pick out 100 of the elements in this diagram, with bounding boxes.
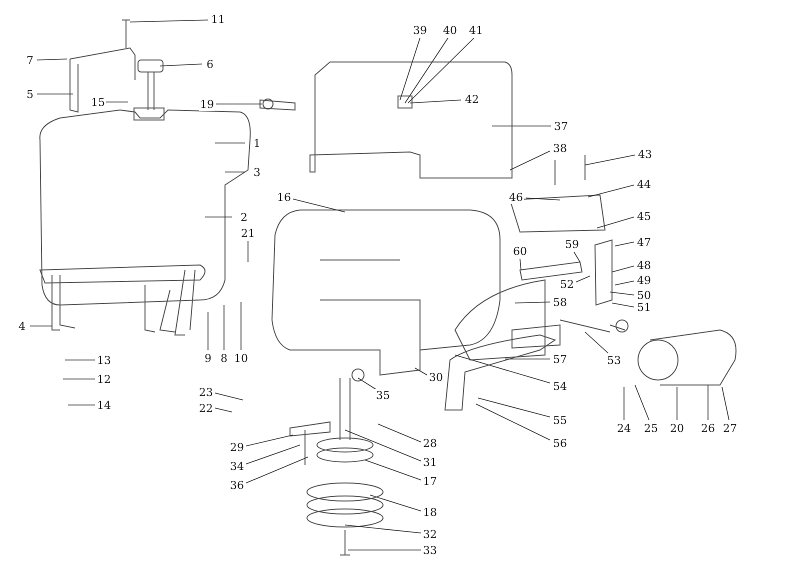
- leader-line: [584, 332, 608, 354]
- leader-line: [414, 368, 428, 376]
- callout-number: 36: [229, 478, 245, 492]
- leader-line: [504, 358, 550, 360]
- callout-number: 15: [90, 96, 106, 108]
- leader-line: [246, 456, 308, 484]
- leader-line: [292, 198, 346, 212]
- callout-number: 59: [564, 238, 580, 250]
- leader-line: [510, 150, 550, 170]
- callout-number: 6: [206, 58, 214, 70]
- callout-number: 57: [552, 352, 568, 366]
- callout-number: 42: [464, 92, 480, 106]
- leader-line: [344, 430, 422, 462]
- leader-line: [246, 444, 300, 464]
- leader-line: [370, 494, 422, 512]
- callout-number: 22: [198, 402, 214, 414]
- leader-line: [410, 100, 462, 104]
- callout-number: 9: [204, 352, 212, 364]
- callout-number: 8: [220, 352, 228, 364]
- callout-number: 25: [643, 422, 659, 434]
- leader-line: [364, 460, 422, 480]
- callout-number: 11: [210, 12, 226, 26]
- callout-number: 27: [722, 422, 738, 434]
- leader-line: [514, 302, 550, 304]
- callout-number: 44: [636, 178, 652, 190]
- leader-line: [526, 198, 560, 200]
- leader-line: [634, 384, 650, 420]
- callout-number: 23: [198, 386, 214, 398]
- leader-line: [68, 404, 96, 406]
- callout-number: 53: [606, 354, 622, 366]
- callout-number: 35: [375, 388, 391, 402]
- leader-line: [204, 216, 232, 218]
- leader-line: [378, 424, 422, 442]
- callout-number: 55: [552, 414, 568, 426]
- callout-number: 45: [636, 210, 652, 222]
- callout-number: 37: [553, 120, 569, 132]
- callout-number: 21: [240, 226, 256, 240]
- leader-line: [130, 20, 208, 22]
- leader-line: [614, 242, 634, 246]
- leader-line: [36, 58, 68, 60]
- callout-number: 48: [636, 258, 652, 272]
- leader-line: [610, 292, 634, 296]
- leader-line: [520, 258, 522, 270]
- callout-number: 41: [468, 24, 484, 36]
- leader-line: [722, 386, 730, 420]
- leader-line: [612, 302, 634, 308]
- leader-line: [214, 408, 232, 412]
- leader-line: [476, 404, 550, 440]
- leader-line: [344, 524, 422, 534]
- callout-number: 12: [96, 372, 112, 386]
- leader-line: [584, 154, 636, 166]
- callout-number: 32: [422, 528, 438, 540]
- callout-number: 40: [442, 24, 458, 36]
- callout-number: 50: [636, 288, 652, 302]
- callout-number: 19: [199, 98, 215, 110]
- leader-line: [478, 398, 550, 418]
- callout-number: 31: [422, 456, 438, 468]
- callout-number: 13: [96, 354, 112, 366]
- callout-number: 33: [422, 544, 438, 556]
- leader-line: [576, 276, 590, 282]
- callout-number: 60: [512, 244, 528, 258]
- leader-line: [596, 216, 634, 228]
- callout-number: 24: [616, 422, 632, 434]
- callout-number: 56: [552, 436, 568, 450]
- callout-number: 52: [559, 278, 575, 290]
- callout-number: 29: [229, 440, 245, 454]
- callout-number: 14: [96, 398, 112, 412]
- leader-line: [246, 434, 294, 446]
- callout-number: 26: [700, 422, 716, 434]
- callout-number: 47: [636, 236, 652, 248]
- callout-number: 17: [422, 474, 438, 488]
- callout-number: 10: [233, 352, 249, 364]
- callout-number: 51: [636, 300, 652, 314]
- callout-number: 16: [276, 190, 292, 204]
- leader-line: [408, 38, 474, 104]
- leader-line: [614, 280, 634, 286]
- callout-number: 43: [637, 148, 653, 160]
- leader-line: [214, 142, 246, 144]
- callout-number: 7: [26, 54, 34, 66]
- leader-line: [612, 266, 634, 272]
- callout-number: 46: [508, 190, 524, 204]
- callout-number: 49: [636, 274, 652, 286]
- leader-line: [454, 354, 550, 384]
- callout-number: 39: [412, 24, 428, 36]
- callout-number: 38: [552, 142, 568, 154]
- leader-line: [160, 64, 202, 66]
- callout-number: 18: [422, 506, 438, 518]
- callout-number: 2: [240, 210, 248, 224]
- leader-line: [574, 252, 580, 262]
- callout-number: 28: [422, 436, 438, 450]
- leader-line: [588, 184, 634, 198]
- callout-number: 58: [552, 296, 568, 308]
- leader-line: [400, 38, 420, 100]
- callout-number: 1: [252, 136, 262, 150]
- callout-number: 30: [428, 370, 444, 384]
- callout-number: 20: [669, 422, 685, 434]
- leader-line: [62, 378, 96, 380]
- callout-number: 5: [26, 88, 34, 100]
- callout-number: 34: [229, 460, 245, 472]
- leader-line: [214, 392, 244, 400]
